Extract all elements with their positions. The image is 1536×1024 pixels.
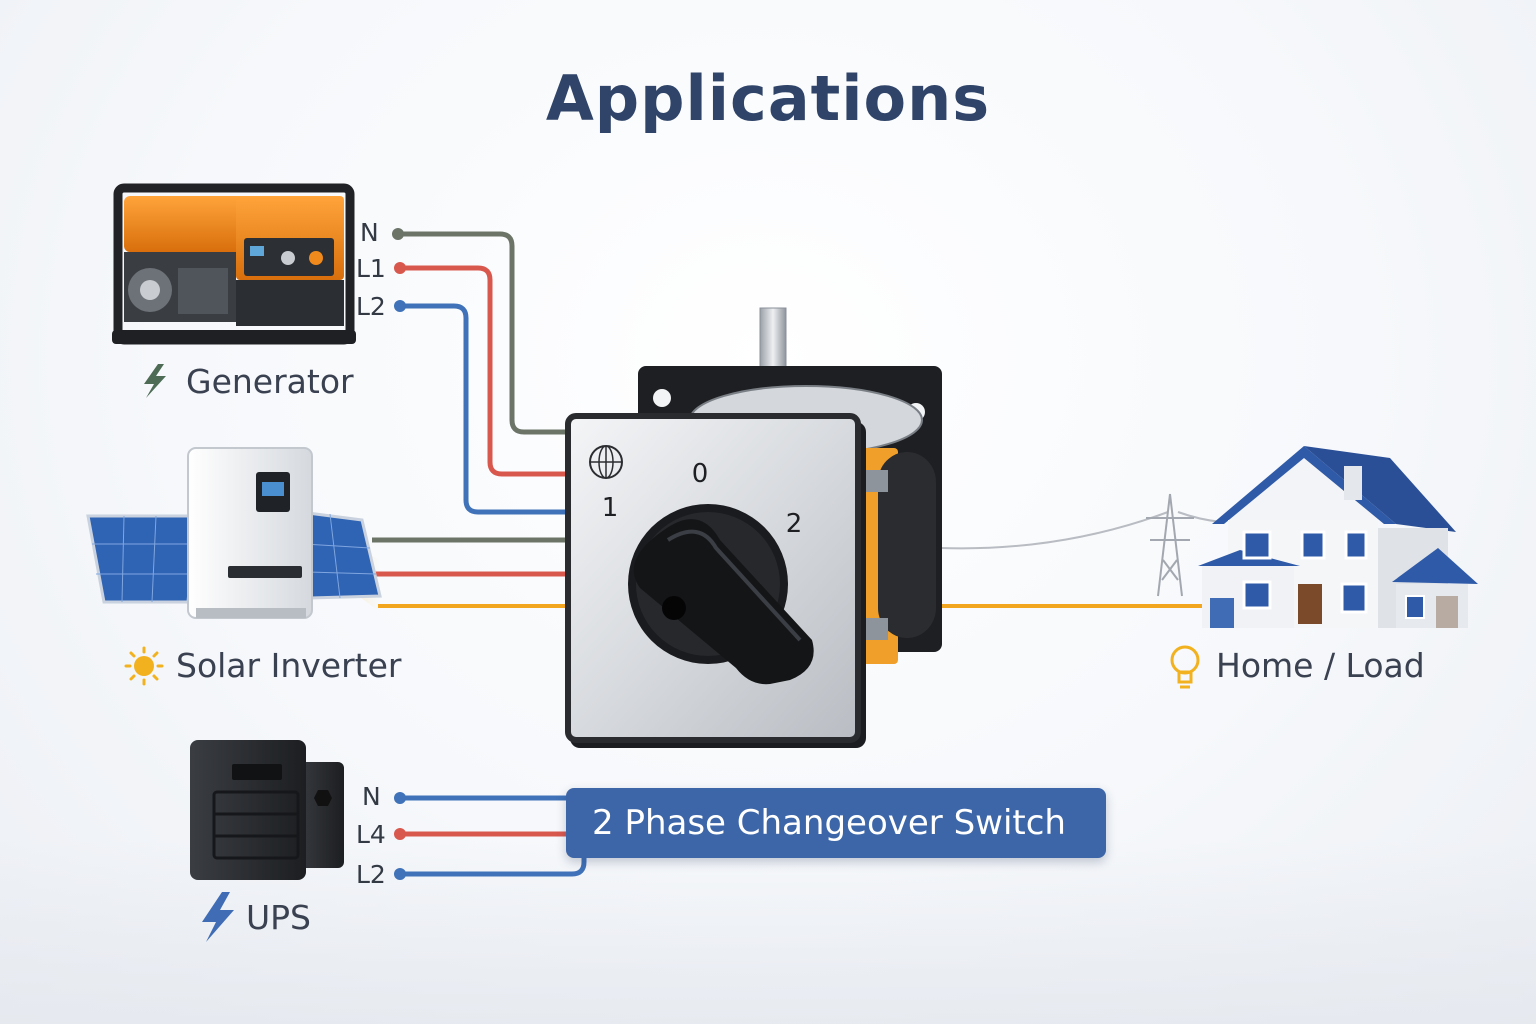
terminal-dot: [394, 300, 406, 312]
wire-label-l4: L4: [356, 820, 386, 849]
sun-icon: [124, 646, 164, 686]
generator-image: [112, 183, 356, 345]
generator-wires: [392, 228, 572, 515]
ups-l2-wire: [400, 850, 587, 877]
position-label-0: 0: [692, 459, 709, 489]
solar-wires: [372, 537, 572, 608]
ups-wires: [394, 792, 587, 880]
switch-callout: 2 Phase Changeover Switch: [566, 788, 1106, 858]
wire-label-n: N: [360, 218, 379, 247]
diagram-title: Applications: [545, 62, 991, 135]
solar-inverter-image: [86, 447, 382, 619]
ups-label: UPS: [246, 898, 312, 937]
changeover-switch-image: [565, 307, 942, 748]
terminal-dot: [392, 228, 404, 240]
ups-image: [190, 740, 344, 880]
lightning-bolt-icon: [144, 364, 166, 398]
generator-neutral-wire: [398, 231, 572, 435]
home-image: [1146, 446, 1478, 628]
terminal-dot: [394, 262, 406, 274]
position-label-1: 1: [602, 493, 619, 523]
solar-inverter-label: Solar Inverter: [176, 646, 402, 685]
lightning-bolt-icon: [202, 892, 234, 942]
wire-label-l1: L1: [356, 254, 386, 283]
wire-label-l2: L2: [356, 860, 386, 889]
light-bulb-icon: [1170, 645, 1200, 689]
transmission-tower: [1146, 493, 1194, 597]
terminal-dot: [394, 828, 406, 840]
home-load-label: Home / Load: [1216, 646, 1425, 685]
wire-label-n: N: [362, 782, 381, 811]
generator-label: Generator: [186, 362, 354, 401]
wire-label-l2: L2: [356, 292, 386, 321]
generator-l1-wire: [400, 265, 572, 477]
terminal-dot: [394, 868, 406, 880]
position-label-2: 2: [786, 509, 803, 539]
power-line: [939, 511, 1169, 550]
output-wires: [939, 511, 1223, 608]
terminal-dot: [394, 792, 406, 804]
generator-l2-wire: [400, 303, 572, 515]
